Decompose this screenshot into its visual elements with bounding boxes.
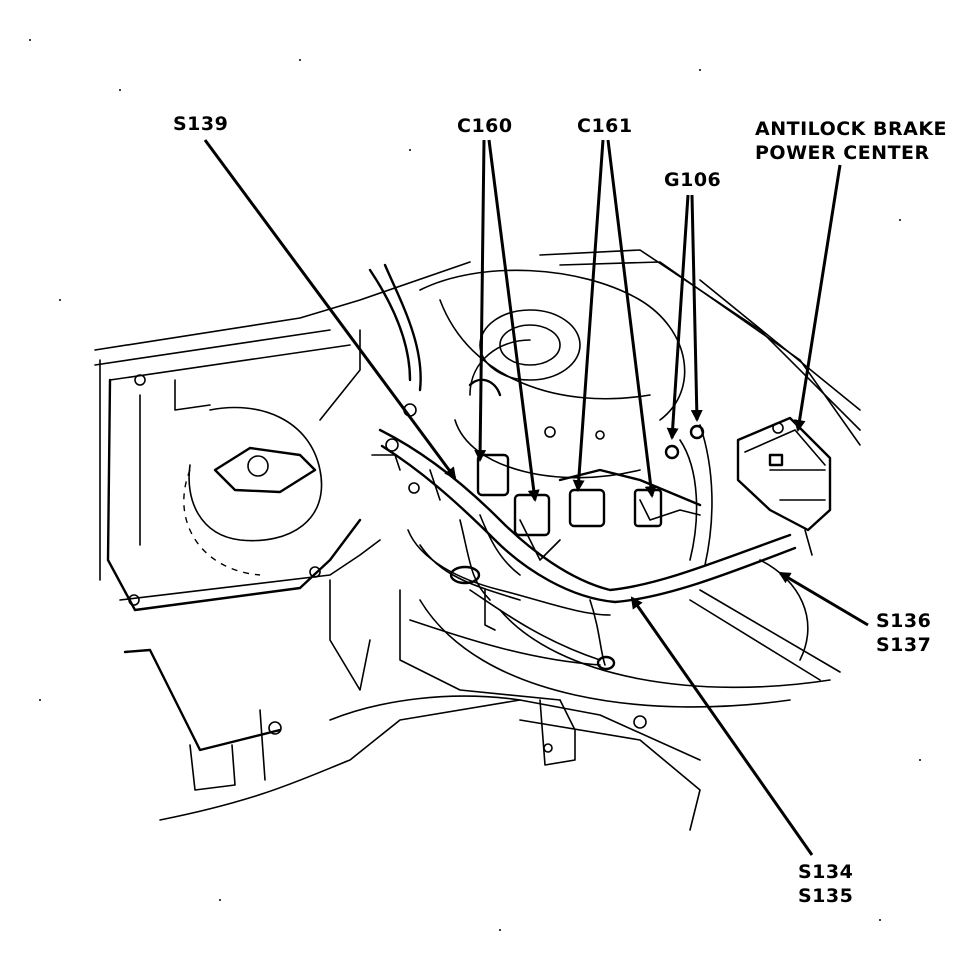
g106-leader-a [666,194,690,440]
cowl-panel [419,249,861,708]
label-s136: S136 [876,610,932,632]
label-s139: S139 [173,113,229,135]
label-g106: G106 [664,169,722,191]
c160-leader-b [487,139,540,502]
label-abpc-line1: ANTILOCK BRAKE [755,118,948,140]
body-structure [94,261,471,691]
print-specks [29,39,921,931]
strut-tower [419,269,686,479]
abpc-leader [793,164,842,432]
label-s135: S135 [798,885,854,907]
label-c160: C160 [457,115,513,137]
label-s137: S137 [876,634,932,656]
callout-leaders [203,139,869,856]
s136-leader [778,571,869,627]
c161-leader-a [572,139,605,492]
label-s134: S134 [798,861,854,883]
antilock-brake-power-center [736,416,832,556]
s139-leader [203,139,457,480]
wiring-harness [368,263,797,671]
c161-leader-b [606,139,657,498]
c160-leader-a [474,139,487,462]
label-abpc-line2: POWER CENTER [755,142,930,164]
frame-rail [123,589,701,831]
s134-leader [630,596,814,856]
label-c161: C161 [577,115,633,137]
g106-leader-b [690,194,703,422]
